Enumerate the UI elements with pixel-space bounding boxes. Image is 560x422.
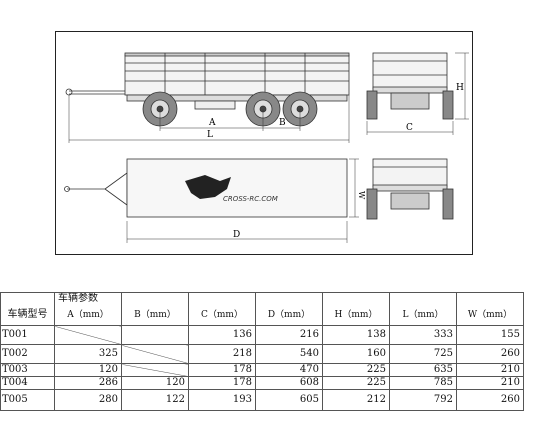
table-row: T004 286 120 178 608 225 785 210	[0, 376, 524, 390]
row-id: T003	[0, 363, 55, 377]
dim-label-b: B	[279, 118, 286, 128]
brand-logo: CROSS-RC.COM	[185, 175, 278, 203]
dim-label-w: W	[357, 191, 366, 200]
cell-d: 216	[255, 325, 323, 345]
col-header-l: L（mm）	[389, 305, 457, 326]
dim-label-c: C	[406, 123, 413, 133]
col-header-a: A（mm）	[54, 305, 122, 326]
cell-l: 333	[389, 325, 457, 345]
rear-view-lower	[366, 158, 454, 220]
cell-h: 160	[322, 344, 390, 364]
table-row: T001 136 216 138 333 155	[0, 325, 524, 345]
cell-c: 178	[188, 376, 256, 390]
cell-c: 136	[188, 325, 256, 345]
cell-c: 193	[188, 389, 256, 411]
table-header-group-row: 车辆参数	[0, 292, 524, 305]
spec-table: 车辆参数 车辆型号 A（mm） B（mm） C（mm） D（mm） H（mm） …	[0, 292, 524, 411]
col-header-d: D（mm）	[255, 305, 323, 326]
dim-label-h: H	[456, 83, 464, 93]
cell-a: 286	[54, 376, 122, 390]
row-id: T004	[0, 376, 55, 390]
dim-label-a: A	[208, 118, 216, 128]
row-id: T002	[0, 344, 55, 364]
cell-a: 325	[54, 344, 122, 364]
table-row: T005 280 122 193 605 212 792 260	[0, 389, 524, 411]
rear-view	[366, 52, 469, 135]
header-blank-l	[389, 292, 457, 305]
cell-h: 138	[322, 325, 390, 345]
cell-c: 218	[188, 344, 256, 364]
row-id: T005	[0, 389, 55, 411]
cell-a: 280	[54, 389, 122, 411]
cell-w: 210	[456, 363, 524, 377]
logo-text: CROSS-RC.COM	[223, 195, 278, 203]
cell-na	[121, 363, 189, 377]
col-header-b: B（mm）	[121, 305, 189, 326]
drawing-frame	[55, 31, 473, 255]
cell-blank	[121, 325, 189, 345]
table-row: T003 120 178 470 225 635 210	[0, 363, 524, 377]
cell-b: 120	[121, 376, 189, 390]
cell-w: 260	[456, 389, 524, 411]
group-header: 车辆参数	[54, 292, 122, 305]
dim-label-d: D	[233, 230, 240, 240]
header-blank-d	[255, 292, 323, 305]
cell-d: 608	[255, 376, 323, 390]
cell-w: 210	[456, 376, 524, 390]
row-id: T001	[0, 325, 55, 345]
cell-d: 605	[255, 389, 323, 411]
cell-c: 178	[188, 363, 256, 377]
table-header-row: 车辆型号 A（mm） B（mm） C（mm） D（mm） H（mm） L（mm）…	[0, 305, 524, 326]
cell-l: 725	[389, 344, 457, 364]
header-blank-c	[188, 292, 256, 305]
table-row: T002 325 218 540 160 725 260	[0, 344, 524, 364]
cell-l: 785	[389, 376, 457, 390]
cell-h: 225	[322, 363, 390, 377]
col-header-w: W（mm）	[456, 305, 524, 326]
col-header-c: C（mm）	[188, 305, 256, 326]
dim-label-l: L	[207, 130, 213, 140]
cell-na	[54, 325, 122, 345]
corner-header: 车辆型号	[0, 305, 55, 326]
header-blank-w	[456, 292, 524, 305]
cell-a: 120	[54, 363, 122, 377]
corner-header-top	[0, 292, 55, 305]
cell-d: 540	[255, 344, 323, 364]
cell-w: 260	[456, 344, 524, 364]
cell-l: 792	[389, 389, 457, 411]
side-view	[65, 52, 350, 143]
top-view	[64, 158, 359, 243]
cell-w: 155	[456, 325, 524, 345]
cell-d: 470	[255, 363, 323, 377]
cell-h: 212	[322, 389, 390, 411]
cell-b: 122	[121, 389, 189, 411]
cell-na	[121, 344, 189, 364]
cell-l: 635	[389, 363, 457, 377]
cell-h: 225	[322, 376, 390, 390]
header-blank-b	[121, 292, 189, 305]
header-blank-h	[322, 292, 390, 305]
col-header-h: H（mm）	[322, 305, 390, 326]
trailer-technical-drawing: A B L C H CROSS-RC.COM W	[55, 31, 473, 255]
